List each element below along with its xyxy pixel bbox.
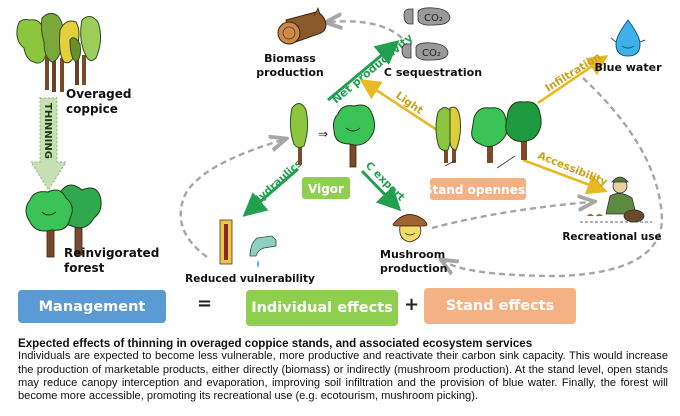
- hydraulics-label: Hydraulics: [250, 157, 305, 208]
- reduced-vulnerability-label: Reduced vulnerability: [185, 273, 315, 285]
- dashed-arrow-bluewater-loop: [445, 77, 664, 278]
- light-arrow: [359, 79, 438, 132]
- figure-caption: Expected effects of thinning in overaged…: [18, 337, 668, 403]
- co2-text-bottom: CO₂: [422, 48, 441, 59]
- individual-effects-label: Individual effects: [251, 300, 393, 316]
- stand-effects-box: Stand effects: [424, 288, 576, 324]
- dashed-arrow-mushroom-to-recreation: [431, 202, 590, 230]
- caption-body: Individuals are expected to become less …: [18, 350, 668, 403]
- thinning-label: THINNING: [42, 103, 53, 159]
- infiltration-arrow: [537, 55, 609, 105]
- management-box: Management: [18, 290, 166, 323]
- mushroom-icon: [392, 214, 428, 243]
- stand-openness-label: Stand openness: [424, 183, 532, 197]
- green-arrows: [242, 40, 402, 217]
- reinvigorated-label-line2: forest: [64, 261, 105, 275]
- management-label: Management: [38, 298, 146, 315]
- thinning-arrow: THINNING: [30, 97, 67, 191]
- co2-footprint-icon: CO₂ CO₂: [401, 7, 451, 61]
- plus-sign: +: [404, 294, 420, 315]
- biomass-label-line1: Biomass: [264, 52, 316, 65]
- caption-title: Expected effects of thinning in overaged…: [18, 337, 533, 350]
- thermometer-icon: [219, 219, 233, 265]
- individual-effects-box: Individual effects: [246, 290, 398, 326]
- vigor-label: Vigor: [308, 182, 344, 196]
- hydraulics-arrow: [242, 167, 299, 217]
- biomass-label-line2: production: [256, 66, 324, 79]
- blue-water-label: Blue water: [594, 61, 662, 74]
- equals-sign: =: [197, 293, 213, 314]
- water-drop-icon: [610, 19, 646, 57]
- yellow-arrows: [359, 55, 609, 195]
- reinvigorated-forest-illustration: [25, 184, 102, 258]
- transform-arrow-icon: ⇒: [318, 127, 328, 141]
- mushroom-label-line2: production: [380, 262, 448, 275]
- stand-openness-box: [430, 178, 526, 200]
- recreational-use-label: Recreational use: [562, 231, 661, 243]
- accessibility-arrow: [522, 158, 608, 195]
- water-tap-icon: [249, 235, 277, 268]
- vigor-trees-illustration: ⇒: [289, 103, 376, 168]
- mushroom-label-line1: Mushroom: [380, 248, 445, 261]
- reinvigorated-label-line1: Reinvigorated: [64, 246, 159, 260]
- dashed-arrow-csequestration-to-biomass: [330, 21, 403, 39]
- overaged-label-line2: coppice: [66, 102, 118, 116]
- stand-openness-trees-illustration: [435, 101, 542, 169]
- c-export-label: C export: [363, 160, 407, 204]
- c-export-arrow: [360, 169, 402, 212]
- stand-effects-label: Stand effects: [445, 298, 555, 314]
- dashed-arrow-vulnerability-loop: [179, 140, 282, 258]
- log-icon: [277, 6, 327, 45]
- overaged-coppice-illustration: [16, 12, 102, 92]
- overaged-label-line1: Overaged: [66, 87, 132, 101]
- c-sequestration-label: C sequestration: [384, 66, 482, 79]
- vigor-box: [302, 177, 350, 199]
- co2-text-top: CO₂: [424, 13, 443, 24]
- dashed-arrows: [179, 21, 664, 278]
- net-productivity-arrow: [327, 40, 400, 102]
- mushroom-picker-icon: [580, 176, 652, 223]
- diagram-canvas: Overaged coppice THINNING Reinvigorated …: [16, 6, 664, 285]
